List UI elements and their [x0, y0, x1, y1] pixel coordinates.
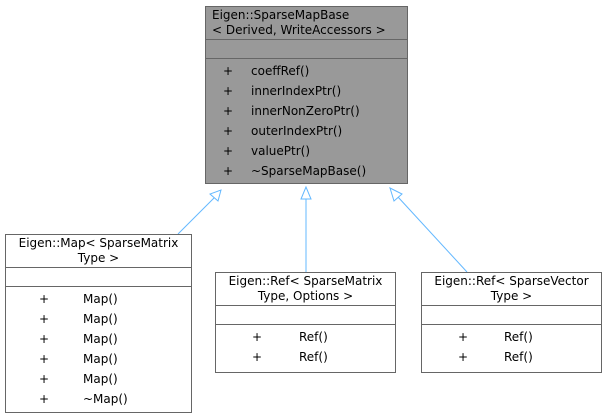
divider [422, 305, 601, 306]
class-map[interactable]: Eigen::Map< SparseMatrix Type > +Map() +… [5, 234, 192, 413]
class-ref-sparse-matrix[interactable]: Eigen::Ref< SparseMatrix Type, Options >… [215, 272, 396, 373]
methods-section: + coeffRef() + innerIndexPtr() + innerNonZe… [206, 59, 407, 181]
class-title: Eigen::Ref< SparseVector Type > [422, 273, 601, 305]
methods-section: + Ref() + Ref() [422, 325, 601, 367]
title-line-1: Eigen::SparseMapBase [212, 8, 350, 22]
visibility-marker: + [223, 124, 234, 138]
edge-map-to-base [177, 189, 222, 235]
method-row[interactable]: + Map() [6, 289, 191, 309]
method-name: Map() [83, 312, 118, 326]
title-line-1: Eigen::Ref< SparseVector [434, 274, 589, 288]
method-name: Map() [83, 292, 118, 306]
method-row[interactable]: + Map() [6, 329, 191, 349]
title-line-2: Type > [490, 289, 533, 303]
edge-ref-vector-to-base [389, 187, 468, 273]
method-row[interactable]: + Ref() [422, 327, 601, 347]
visibility-marker: + [39, 372, 50, 386]
method-name: Ref() [299, 350, 328, 364]
method-row[interactable]: + outerIndexPtr() [206, 121, 407, 141]
method-name: Map() [83, 372, 118, 386]
method-row[interactable]: + Map() [6, 349, 191, 369]
method-row[interactable]: + Ref() [422, 347, 601, 367]
title-line-2: Type, Options > [257, 289, 354, 303]
method-name: Ref() [299, 330, 328, 344]
method-row[interactable]: + Ref() [216, 327, 395, 347]
attributes-section [422, 306, 601, 324]
visibility-marker: + [39, 312, 50, 326]
method-name: Ref() [504, 330, 533, 344]
method-row[interactable]: + ~Map() [6, 389, 191, 409]
method-row[interactable]: + innerNonZeroPtr() [206, 101, 407, 121]
divider [422, 324, 601, 325]
method-name: valuePtr() [251, 144, 311, 158]
visibility-marker: + [252, 330, 263, 344]
attributes-section [206, 40, 407, 58]
divider [6, 267, 191, 268]
method-name: ~Map() [83, 392, 128, 406]
divider [6, 286, 191, 287]
method-row[interactable]: + innerIndexPtr() [206, 81, 407, 101]
visibility-marker: + [458, 350, 469, 364]
methods-section: + Ref() + Ref() [216, 325, 395, 367]
visibility-marker: + [252, 350, 263, 364]
divider [206, 39, 407, 40]
method-row[interactable]: + Map() [6, 369, 191, 389]
class-title: Eigen::Map< SparseMatrix Type > [6, 235, 191, 267]
title-line-2: Type > [77, 251, 120, 265]
divider [216, 324, 395, 325]
method-name: innerIndexPtr() [251, 84, 342, 98]
method-name: Map() [83, 352, 118, 366]
title-line-1: Eigen::Map< SparseMatrix [18, 236, 179, 250]
method-row[interactable]: + ~SparseMapBase() [206, 161, 407, 181]
method-row[interactable]: + Map() [6, 309, 191, 329]
method-row[interactable]: + valuePtr() [206, 141, 407, 161]
visibility-marker: + [39, 392, 50, 406]
visibility-marker: + [223, 144, 234, 158]
class-ref-sparse-vector[interactable]: Eigen::Ref< SparseVector Type > +Ref() +… [421, 272, 602, 373]
attributes-section [216, 306, 395, 324]
method-row[interactable]: + Ref() [216, 347, 395, 367]
visibility-marker: + [223, 64, 234, 78]
visibility-marker: + [223, 164, 234, 178]
method-name: outerIndexPtr() [251, 124, 343, 138]
title-line-1: Eigen::Ref< SparseMatrix [228, 274, 383, 288]
method-name: Map() [83, 332, 118, 346]
method-name: coeffRef() [251, 64, 310, 78]
method-name: ~SparseMapBase() [251, 164, 367, 178]
visibility-marker: + [39, 352, 50, 366]
visibility-marker: + [223, 104, 234, 118]
method-name: innerNonZeroPtr() [251, 104, 360, 118]
visibility-marker: + [223, 84, 234, 98]
divider [216, 305, 395, 306]
divider [206, 58, 407, 59]
title-line-2: < Derived, WriteAccessors > [212, 23, 386, 37]
edge-ref-matrix-to-base [300, 185, 312, 272]
class-title: Eigen::Ref< SparseMatrix Type, Options > [216, 273, 395, 305]
method-row[interactable]: + coeffRef() [206, 61, 407, 81]
class-sparse-map-base[interactable]: Eigen::SparseMapBase < Derived, WriteAcc… [205, 6, 408, 184]
visibility-marker: + [39, 332, 50, 346]
methods-section: + Map() + Map() + Map() + Map() + Map() + ~Map… [6, 287, 191, 409]
class-title: Eigen::SparseMapBase < Derived, WriteAcc… [206, 7, 407, 39]
visibility-marker: + [458, 330, 469, 344]
attributes-section [6, 268, 191, 286]
visibility-marker: + [39, 292, 50, 306]
method-name: Ref() [504, 350, 533, 364]
